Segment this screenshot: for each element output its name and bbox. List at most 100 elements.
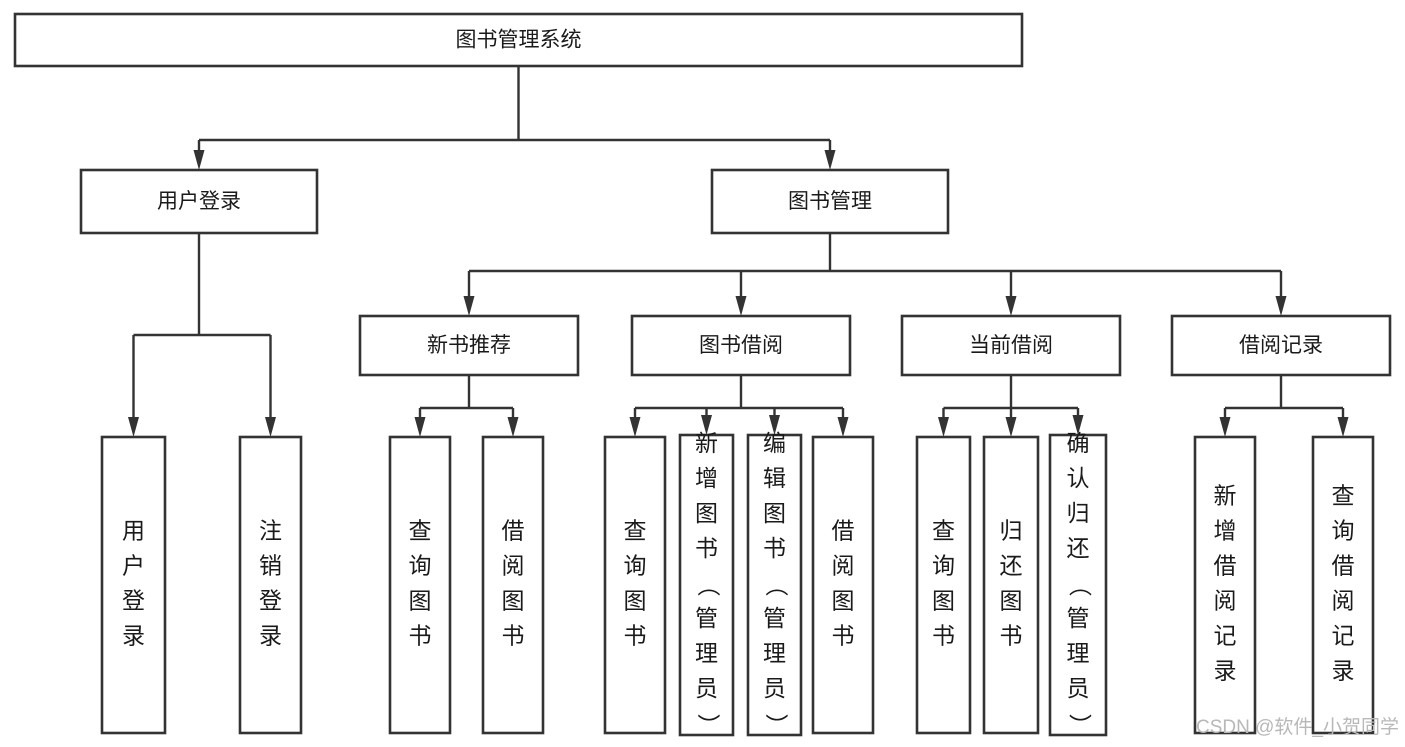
node-book-manage[interactable]: 图书管理 <box>710 168 950 235</box>
leaf-leaf-edit-book-admin-char: 图 <box>763 500 786 526</box>
arrow-head-icon <box>824 150 836 170</box>
leaf-leaf-logout-login-char: 登 <box>259 588 282 614</box>
leaf-leaf-query-book-2-char: 图 <box>624 588 647 614</box>
leaf-leaf-return-book-rect <box>982 435 1040 735</box>
node-user-login-label: 用户登录 <box>157 190 241 213</box>
leaf-leaf-user-login-char: 录 <box>122 623 145 649</box>
arrow-head-icon <box>629 417 641 437</box>
leaf-leaf-add-book-admin-char: （ <box>695 574 721 597</box>
arrow-head-icon <box>1005 296 1017 316</box>
arrow-head-icon <box>1005 417 1017 437</box>
leaf-leaf-add-book-admin-rect <box>678 433 735 737</box>
leaf-leaf-add-book-admin-char: 理 <box>695 640 718 666</box>
leaf-leaf-edit-book-admin-char: 理 <box>763 640 786 666</box>
leaf-leaf-confirm-return-admin-char: 确 <box>1067 430 1090 456</box>
leaf-leaf-add-book-admin-char: 增 <box>695 465 718 491</box>
leaf-leaf-borrow-book-2-char: 图 <box>832 588 855 614</box>
arrow-head-icon <box>769 415 780 435</box>
leaf-leaf-return-book-char: 书 <box>1000 623 1023 649</box>
leaf-leaf-query-book-2-char: 书 <box>624 623 647 649</box>
leaf-leaf-query-book-1-char: 书 <box>409 623 432 649</box>
leaf-leaf-edit-book-admin-char: 辑 <box>763 465 786 491</box>
leaf-leaf-confirm-return-admin-char: 认 <box>1067 465 1090 491</box>
leaf-leaf-edit-book-admin-rect <box>746 433 803 737</box>
leaf-leaf-add-borrow-record-char: 录 <box>1214 658 1237 684</box>
leaf-leaf-logout-login-char: 录 <box>259 623 282 649</box>
leaf-leaf-query-borrow-record-char: 记 <box>1332 623 1355 649</box>
leaf-leaf-confirm-return-admin-char: 归 <box>1067 500 1090 526</box>
node-root[interactable]: 图书管理系统 <box>13 12 1024 68</box>
leaf-leaf-edit-book-admin-char: ） <box>763 714 789 737</box>
leaf-leaf-edit-book-admin-char: 管 <box>763 605 786 631</box>
node-user-login[interactable]: 用户登录 <box>79 168 319 235</box>
leaf-leaf-add-book-admin-char: 书 <box>695 535 718 561</box>
leaf-leaf-query-book-3-char: 图 <box>932 588 955 614</box>
leaf-leaf-logout-login-char: 注 <box>259 518 282 544</box>
leaf-leaf-edit-book-admin-char: （ <box>763 574 789 597</box>
arrow-head-icon <box>193 150 205 170</box>
node-book-borrow[interactable]: 图书借阅 <box>630 314 852 377</box>
leaf-leaf-add-book-admin-char: 新 <box>695 430 718 456</box>
connectors-layer <box>128 66 1349 437</box>
arrow-head-icon <box>938 417 949 437</box>
leaf-leaf-return-book-char: 归 <box>1000 518 1023 544</box>
arrow-head-icon <box>1072 415 1084 435</box>
leaf-leaf-user-login-char: 户 <box>122 553 145 579</box>
node-borrow-record-label: 借阅记录 <box>1239 334 1323 357</box>
leaf-leaf-confirm-return-admin-char: 管 <box>1067 605 1090 631</box>
leaf-leaf-query-book-2-char: 询 <box>624 553 647 579</box>
leaf-leaf-confirm-return-admin-rect <box>1048 433 1108 737</box>
leaf-leaf-user-login-char: 用 <box>122 518 145 544</box>
leaf-leaf-return-book-char: 还 <box>1000 553 1023 579</box>
leaf-leaf-borrow-book-2-char: 阅 <box>832 553 855 579</box>
leaf-leaf-confirm-return-admin-char: 员 <box>1067 675 1090 701</box>
node-user-login-rect <box>79 168 319 235</box>
leaf-leaf-add-borrow-record-char: 增 <box>1214 518 1237 544</box>
leaf-leaf-edit-book-admin-char: 书 <box>763 535 786 561</box>
node-current-borrow[interactable]: 当前借阅 <box>900 314 1122 377</box>
leaf-leaf-confirm-return-admin-char: （ <box>1067 574 1093 597</box>
arrow-head-icon <box>1275 296 1287 316</box>
leaf-leaf-query-borrow-record-char: 询 <box>1332 518 1355 544</box>
arrow-head-icon <box>701 415 712 435</box>
node-borrow-record-rect <box>1170 314 1392 377</box>
arrow-head-icon <box>507 417 519 437</box>
leaf-leaf-borrow-book-1-char: 书 <box>502 623 525 649</box>
arrow-head-icon <box>837 417 849 437</box>
leaf-leaf-add-borrow-record-char: 阅 <box>1214 588 1237 614</box>
leaf-leaf-confirm-return-admin-char: ） <box>1067 714 1093 737</box>
leaf-leaf-add-borrow-record-char: 记 <box>1214 623 1237 649</box>
leaf-leaf-query-borrow-record-char: 查 <box>1332 483 1355 509</box>
leaf-leaf-add-borrow-record-char: 借 <box>1214 553 1237 579</box>
node-new-book-recommend[interactable]: 新书推荐 <box>358 314 580 377</box>
leaf-leaf-query-book-3-rect <box>915 435 972 735</box>
leaf-leaf-add-borrow-record-rect <box>1193 435 1257 735</box>
leaf-leaf-edit-book-admin-char: 编 <box>763 430 786 456</box>
leaf-leaf-query-borrow-record-char: 阅 <box>1332 588 1355 614</box>
node-borrow-record[interactable]: 借阅记录 <box>1170 314 1392 377</box>
leaf-leaf-user-login[interactable]: 用户登录 <box>100 435 167 735</box>
leaf-leaf-query-book-3-char: 询 <box>932 553 955 579</box>
node-current-borrow-rect <box>900 314 1122 377</box>
node-book-manage-label: 图书管理 <box>788 190 872 213</box>
leaf-leaf-query-book-2-char: 查 <box>624 518 647 544</box>
leaf-leaf-add-book-admin-char: 员 <box>695 675 718 701</box>
leaf-leaf-borrow-book-2-rect <box>811 435 875 735</box>
leaf-leaf-query-book-1-char: 询 <box>409 553 432 579</box>
node-new-book-recommend-label: 新书推荐 <box>427 334 511 357</box>
arrow-head-icon <box>735 296 747 316</box>
